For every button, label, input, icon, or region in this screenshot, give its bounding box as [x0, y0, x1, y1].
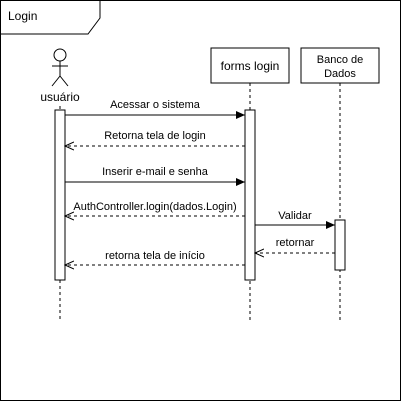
svg-text:retornar: retornar	[276, 237, 315, 249]
message-retorna-tela-inicio: retorna tela de início	[65, 250, 245, 265]
svg-text:retorna tela de início: retorna tela de início	[105, 250, 205, 262]
message-inserir-email-senha: Inserir e-mail e senha	[65, 166, 245, 186]
participant-banco-de-dados[interactable]: Banco de Dados	[300, 47, 380, 84]
svg-text:AuthController.login(dados.Log: AuthController.login(dados.Login)	[73, 201, 236, 213]
participant-label-line-2: Dados	[324, 68, 356, 80]
activation-banco-de-dados	[334, 219, 346, 271]
activation-usuario	[54, 109, 66, 281]
participant-label-line-1: Banco de	[317, 54, 363, 66]
actor-left-leg	[51, 75, 61, 87]
actor-right-leg	[59, 75, 69, 87]
message-auth-controller-login: AuthController.login(dados.Login)	[65, 201, 245, 216]
svg-text:Validar: Validar	[278, 210, 312, 222]
participant-box	[300, 47, 380, 84]
message-retornar: retornar	[255, 237, 335, 253]
svg-text:Inserir e-mail e senha: Inserir e-mail e senha	[102, 166, 209, 178]
frame-title: Login	[8, 9, 38, 23]
activation-forms-login	[244, 109, 256, 281]
participant-label: forms login	[221, 59, 280, 73]
actor-label: usuário	[40, 90, 80, 104]
message-acessar-sistema: Acessar o sistema	[65, 99, 245, 119]
message-validar: Validar	[255, 210, 335, 229]
svg-text:Retorna tela de login: Retorna tela de login	[104, 130, 206, 142]
message-retorna-tela-login: Retorna tela de login	[65, 130, 245, 146]
actor-head	[53, 48, 67, 62]
participant-forms-login[interactable]: forms login	[210, 47, 290, 84]
svg-text:Acessar o sistema: Acessar o sistema	[110, 99, 201, 111]
actor-usuario[interactable]: usuário	[40, 48, 80, 104]
frame-title-tab	[0, 0, 101, 35]
